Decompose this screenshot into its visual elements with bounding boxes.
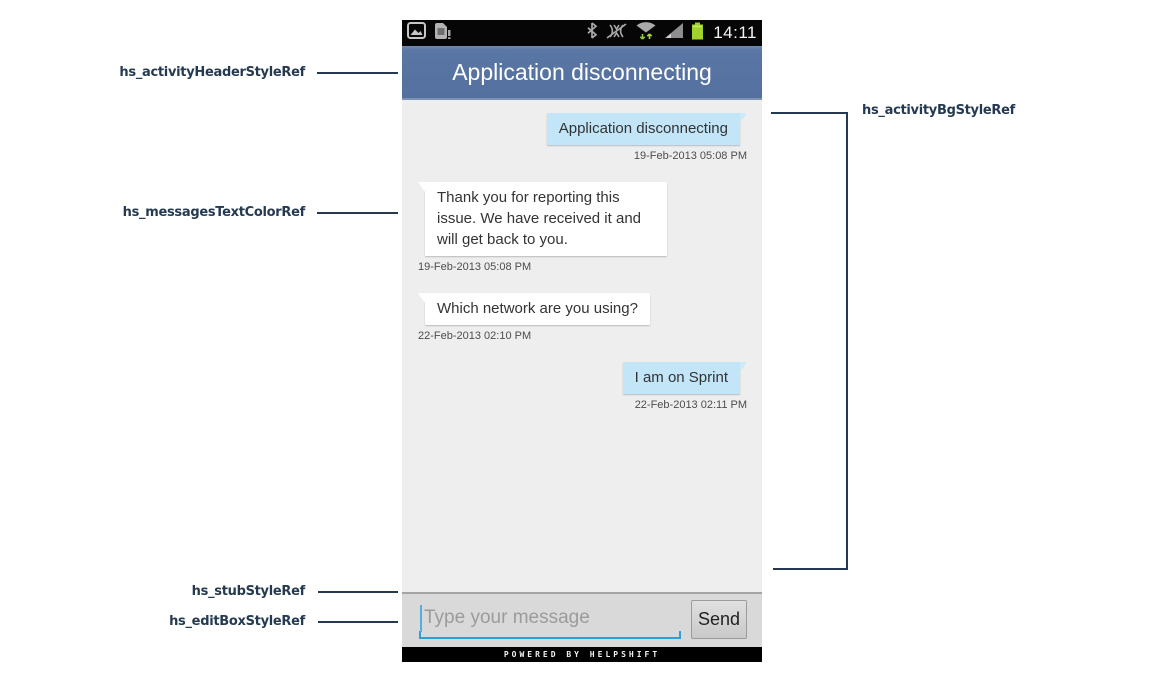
annotation-activity-header-style: hs_activityHeaderStyleRef bbox=[119, 65, 305, 80]
chat-bubble-user: Application disconnecting bbox=[546, 113, 748, 145]
bracket-vertical-line bbox=[846, 112, 848, 570]
status-clock: 14:11 bbox=[713, 23, 757, 42]
chat-bubble-user: I am on Sprint bbox=[622, 362, 748, 394]
activity-header: Application disconnecting bbox=[402, 46, 762, 100]
wifi-icon bbox=[635, 21, 657, 46]
activity-title: Application disconnecting bbox=[452, 58, 712, 85]
chat-area[interactable]: Application disconnecting 19-Feb-2013 05… bbox=[402, 100, 762, 592]
message-row: Thank you for reporting this issue. We h… bbox=[418, 182, 747, 273]
bracket-top-line bbox=[771, 112, 848, 114]
composer-bar: Type your message Send bbox=[402, 592, 762, 647]
annotation-line-header bbox=[317, 72, 398, 74]
sim-warning-icon bbox=[433, 22, 451, 44]
chat-bubble-agent: Which network are you using? bbox=[418, 293, 650, 325]
battery-icon bbox=[691, 22, 704, 45]
mute-icon bbox=[605, 22, 628, 44]
signal-icon bbox=[664, 22, 684, 44]
text-cursor bbox=[420, 604, 422, 632]
send-button[interactable]: Send bbox=[691, 600, 747, 639]
annotation-line-stub bbox=[318, 591, 398, 593]
annotation-line-editbox bbox=[318, 621, 398, 623]
message-timestamp: 19-Feb-2013 05:08 PM bbox=[418, 261, 532, 273]
message-timestamp: 22-Feb-2013 02:11 PM bbox=[634, 399, 747, 411]
message-row: Application disconnecting 19-Feb-2013 05… bbox=[418, 113, 748, 162]
message-row: I am on Sprint 22-Feb-2013 02:11 PM bbox=[418, 362, 748, 411]
bluetooth-icon bbox=[586, 22, 598, 44]
gallery-icon bbox=[407, 22, 426, 44]
message-timestamp: 22-Feb-2013 02:10 PM bbox=[418, 330, 532, 342]
annotation-line-messages bbox=[317, 212, 398, 214]
status-icons-right: 14:11 bbox=[586, 21, 757, 46]
annotation-messages-text-color: hs_messagesTextColorRef bbox=[122, 205, 306, 220]
status-bar: 14:11 bbox=[402, 20, 762, 46]
annotation-stub-style: hs_stubStyleRef bbox=[191, 584, 306, 599]
chat-bubble-agent: Thank you for reporting this issue. We h… bbox=[418, 182, 667, 256]
status-icons-left bbox=[407, 22, 451, 44]
powered-by-footer: POWERED BY HELPSHIFT bbox=[402, 647, 762, 662]
message-row: Which network are you using? 22-Feb-2013… bbox=[418, 293, 747, 342]
phone-screenshot: 14:11 Application disconnecting Applicat… bbox=[402, 20, 762, 662]
input-placeholder: Type your message bbox=[424, 606, 590, 628]
message-timestamp: 19-Feb-2013 05:08 PM bbox=[633, 150, 747, 162]
message-input[interactable]: Type your message bbox=[419, 599, 681, 639]
powered-by-text: POWERED BY HELPSHIFT bbox=[503, 650, 661, 659]
annotation-activity-bg-style: hs_activityBgStyleRef bbox=[862, 103, 1015, 118]
annotation-editbox-style: hs_editBoxStyleRef bbox=[169, 614, 305, 629]
bracket-bottom-line bbox=[773, 568, 848, 570]
